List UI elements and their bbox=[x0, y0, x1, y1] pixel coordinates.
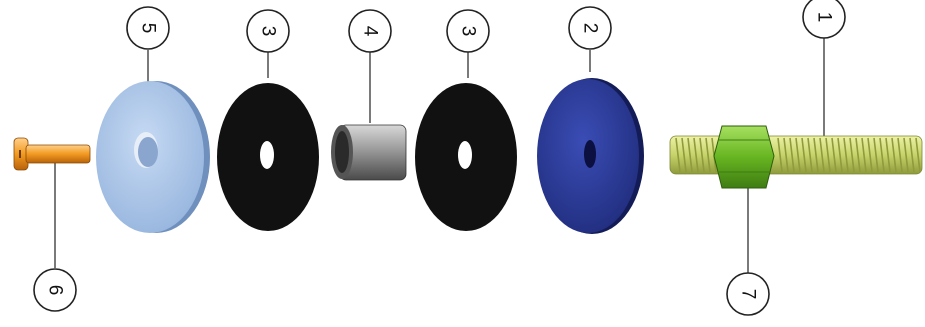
part-3b-black-washer bbox=[415, 83, 517, 231]
part-4-sleeve bbox=[331, 125, 406, 180]
callout-label-5: 5 bbox=[138, 23, 159, 34]
part-2-blue-washer bbox=[537, 78, 644, 234]
callout-7: 7 bbox=[727, 273, 769, 315]
callout-3a: 3 bbox=[247, 10, 289, 52]
callout-2: 2 bbox=[569, 7, 611, 49]
callout-label-6: 6 bbox=[45, 285, 66, 296]
callout-label-3b: 3 bbox=[458, 26, 479, 37]
part-3a-black-washer bbox=[217, 83, 319, 231]
callout-label-1: 1 bbox=[814, 12, 835, 23]
callout-6: 6 bbox=[34, 269, 76, 311]
callout-label-7: 7 bbox=[738, 289, 759, 300]
callout-1: 1 bbox=[803, 0, 845, 38]
part-5-light-blue-washer bbox=[96, 81, 210, 233]
part-6-screw bbox=[14, 138, 90, 170]
callout-3b: 3 bbox=[447, 10, 489, 52]
part-7-nut bbox=[714, 126, 774, 188]
callout-label-4: 4 bbox=[360, 26, 381, 37]
part-1-threaded-rod bbox=[670, 136, 922, 174]
callout-label-3a: 3 bbox=[258, 26, 279, 37]
callout-4: 4 bbox=[349, 10, 391, 52]
callout-label-2: 2 bbox=[580, 23, 601, 34]
callout-5: 5 bbox=[127, 7, 169, 49]
